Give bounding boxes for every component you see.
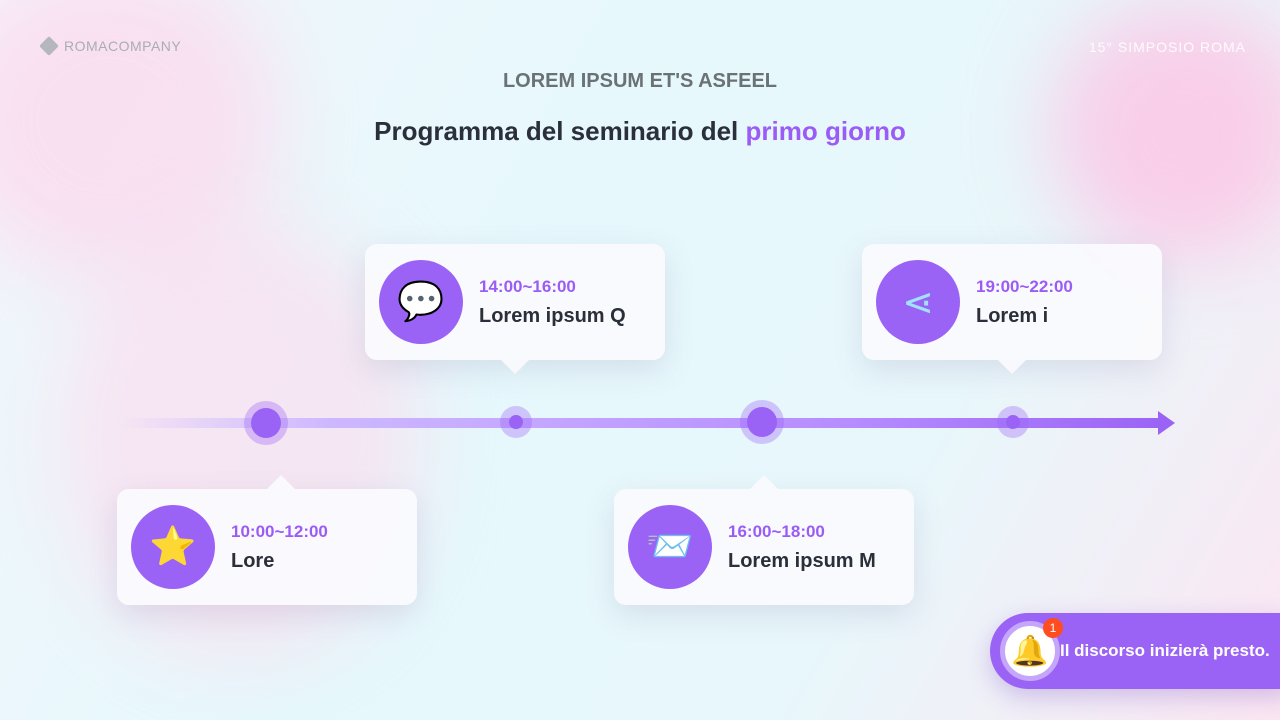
brand-name: ROMACOMPANY bbox=[64, 38, 182, 54]
card-label: Lorem ipsum Q bbox=[479, 304, 626, 327]
bell-icon: 🔔1 bbox=[1000, 618, 1063, 681]
title-main: Programma del seminario del bbox=[374, 116, 746, 146]
timeline-line bbox=[120, 418, 1165, 428]
page-title: Programma del seminario del primo giorno bbox=[0, 116, 1280, 147]
title-highlight: primo giorno bbox=[745, 116, 906, 146]
toast-text: Il discorso inizierà presto. bbox=[1060, 641, 1270, 660]
logo-icon bbox=[39, 36, 59, 56]
notification-badge: 1 bbox=[1043, 618, 1063, 638]
card-label: Lorem i bbox=[976, 304, 1049, 327]
bg-blob bbox=[1050, 0, 1280, 260]
timeline-node bbox=[997, 406, 1029, 438]
share-icon: ⋖ bbox=[876, 260, 960, 344]
card-label: Lore bbox=[231, 549, 275, 572]
notification-toast[interactable]: 🔔1 Il discorso inizierà presto. bbox=[990, 613, 1280, 689]
card-time: 16:00~18:00 bbox=[728, 521, 825, 541]
chat-bubble-icon: 💬 bbox=[379, 260, 463, 344]
subtitle: LOREM IPSUM ET'S ASFEEL bbox=[502, 70, 778, 92]
card-time: 10:00~12:00 bbox=[231, 521, 328, 541]
timeline-node bbox=[740, 400, 784, 444]
timeline-node bbox=[500, 406, 532, 438]
bookmark-star-icon: ⭐ bbox=[131, 505, 215, 589]
brand-logo: ROMACOMPANY bbox=[39, 36, 182, 56]
card-time: 19:00~22:00 bbox=[976, 276, 1073, 296]
card-label: Lorem ipsum M bbox=[728, 549, 876, 572]
card-time: 14:00~16:00 bbox=[479, 276, 576, 296]
event-name: 15° SIMPOSIO ROMA bbox=[1088, 39, 1246, 55]
envelope-icon: 📨 bbox=[628, 505, 712, 589]
timeline-node bbox=[244, 401, 288, 445]
timeline-arrow bbox=[1158, 411, 1175, 435]
